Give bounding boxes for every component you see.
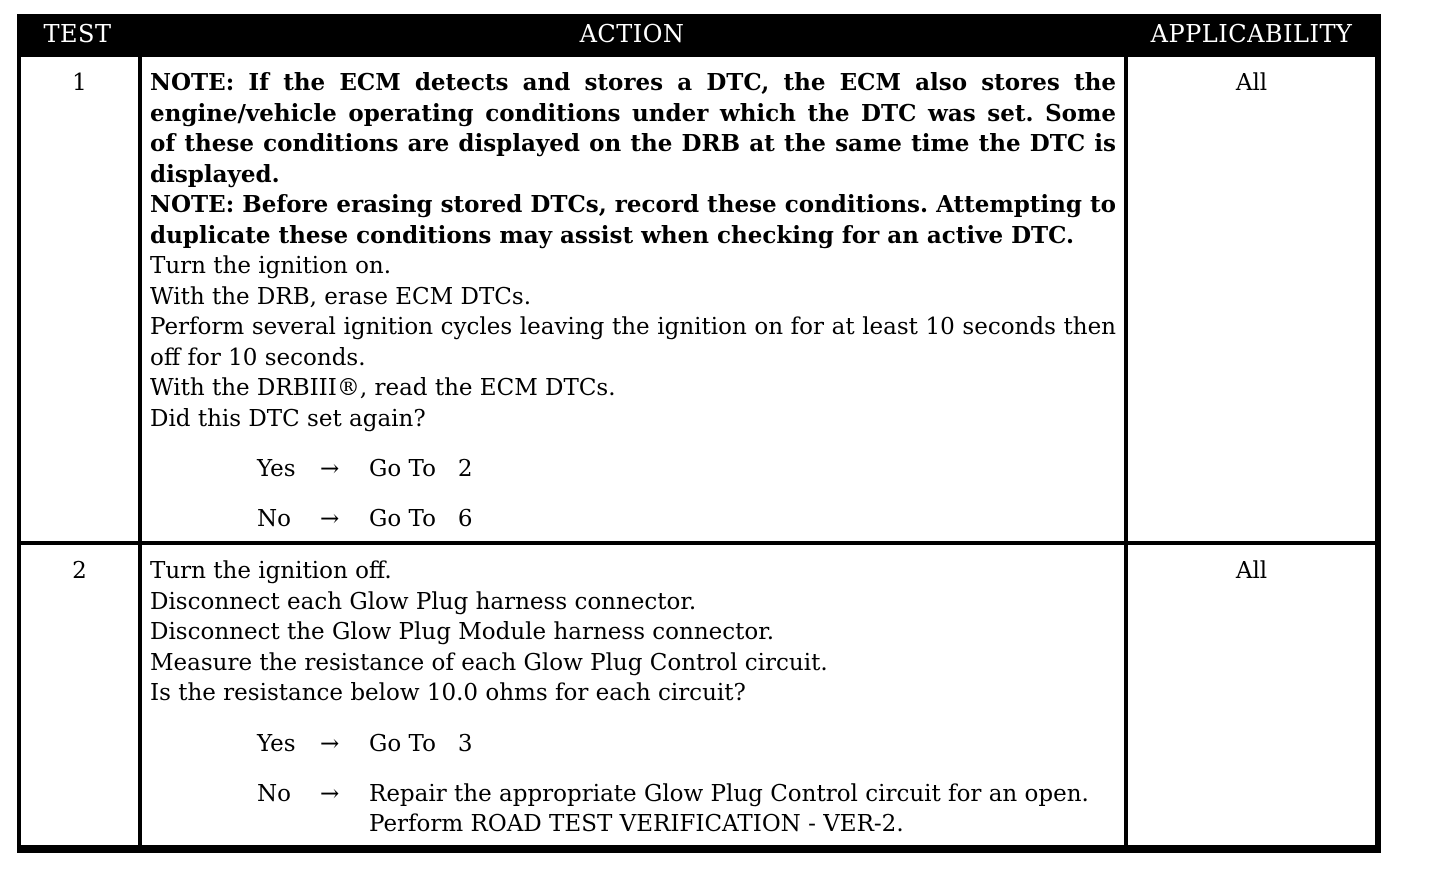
step-text: Disconnect the Glow Plug Module harness … (150, 619, 775, 645)
row-2-test-cell: 2 (21, 545, 138, 845)
test-number: 1 (72, 70, 87, 96)
branch-result: Go To 3 (369, 730, 473, 757)
step-text: Disconnect each Glow Plug harness connec… (150, 588, 697, 615)
row-2-applicability-cell: All (1128, 545, 1375, 845)
arrow-icon: → (320, 456, 340, 482)
applicability-value: All (1235, 70, 1268, 96)
branch-result-line: Perform ROAD TEST VERIFICATION - VER-2. (369, 811, 904, 837)
arrow-icon: → (320, 506, 340, 532)
question-text: Did this DTC set again? (150, 405, 426, 432)
step-text: Measure the resistance of each Glow Plug… (150, 649, 828, 676)
applicability-value: All (1235, 558, 1268, 584)
branch-no: No → Go To 6 (150, 484, 1116, 534)
answer-label: Yes (257, 730, 296, 757)
header-applicability: APPLICABILITY (1150, 20, 1353, 48)
branch-result-line: Repair the appropriate Glow Plug Control… (369, 780, 1089, 807)
arrow-icon: → (320, 730, 340, 757)
step-text: Turn the ignition off. (150, 558, 392, 584)
row-1-applicability-cell: All (1128, 57, 1375, 541)
branch-result: Go To 6 (369, 506, 473, 532)
action-text: Turn the ignition off. Disconnect each G… (150, 556, 1116, 838)
action-text: NOTE: If the ECM detects and stores a DT… (150, 68, 1116, 534)
step-text: Perform several ignition cycles leaving … (150, 314, 1116, 371)
answer-label: Yes (257, 456, 296, 482)
test-number: 2 (72, 558, 87, 584)
arrow-icon: → (320, 780, 340, 807)
branch-yes: Yes → Go To 3 (150, 709, 1116, 759)
step-text: Turn the ignition on. (150, 253, 392, 279)
row-2-action-cell: Turn the ignition off. Disconnect each G… (142, 545, 1124, 845)
question-text: Is the resistance below 10.0 ohms for ea… (150, 680, 746, 706)
note-paragraph: NOTE: Before erasing stored DTCs, record… (150, 191, 1116, 249)
branch-result: Go To 2 (369, 456, 473, 482)
row-1-action-cell: NOTE: If the ECM detects and stores a DT… (142, 57, 1124, 541)
header-test: TEST (43, 20, 112, 48)
answer-label: No (257, 506, 291, 532)
row-1-test-cell: 1 (21, 57, 138, 541)
step-text: With the DRBIII®, read the ECM DTCs. (150, 375, 616, 401)
branch-yes: Yes → Go To 2 (150, 434, 1116, 484)
branch-no: No → Repair the appropriate Glow Plug Co… (150, 759, 1116, 838)
test-table: TEST ACTION APPLICABILITY 1 NOTE: If the… (17, 14, 1381, 853)
header-action: ACTION (579, 20, 685, 48)
step-text: With the DRB, erase ECM DTCs. (150, 283, 532, 310)
answer-label: No (257, 780, 291, 807)
branch-result: Repair the appropriate Glow Plug Control… (369, 779, 1089, 840)
note-paragraph: NOTE: If the ECM detects and stores a DT… (150, 69, 1116, 188)
